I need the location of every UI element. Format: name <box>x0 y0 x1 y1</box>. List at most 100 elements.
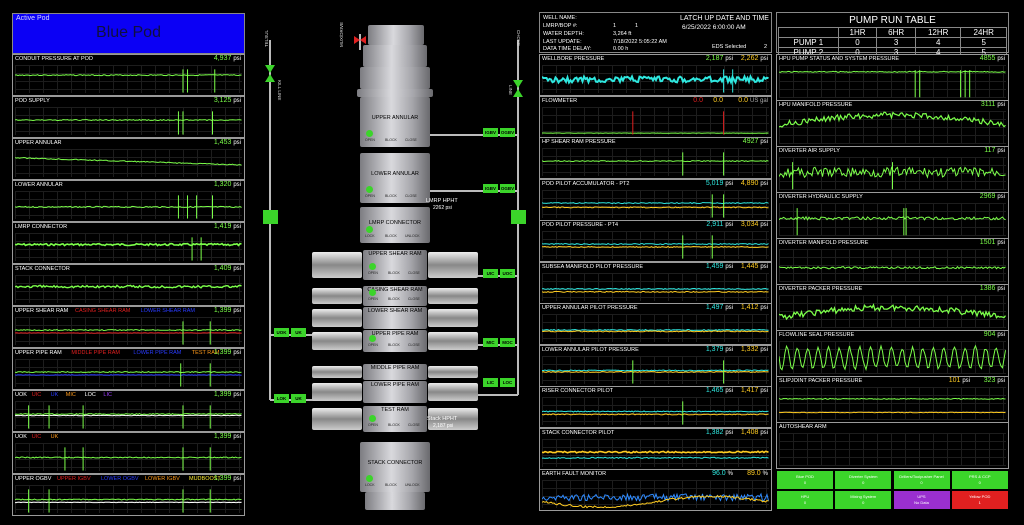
uoc-valve[interactable]: UOC <box>500 269 515 278</box>
primary-unit: psi <box>725 305 733 311</box>
primary-unit: psi <box>725 429 733 436</box>
uic-valve[interactable]: UIC <box>483 269 498 278</box>
ram-actuator-left <box>312 309 362 327</box>
stack-component[interactable] <box>363 330 427 352</box>
uk-valve-lower[interactable]: UK <box>291 394 306 403</box>
stack-component[interactable] <box>360 153 430 203</box>
pump-table-header <box>778 27 839 38</box>
status-button-label: Blue POD <box>796 474 814 479</box>
stack-component[interactable] <box>360 442 430 492</box>
ram-actuator-right <box>428 383 478 401</box>
trend-panel-right-8[interactable]: AUTOSHEAR ARM <box>776 422 1009 469</box>
trend-line <box>542 328 769 331</box>
series-legend-label: UIC <box>31 434 42 440</box>
state-label: LOCK <box>365 483 375 487</box>
panel-title: UPPER OGBV <box>15 476 52 482</box>
value-unit: psi <box>233 224 241 230</box>
state-label: CLOSE <box>408 271 420 275</box>
mic-valve[interactable]: MIC <box>483 338 498 347</box>
igbv-valve-lower[interactable]: IGBV <box>483 184 498 193</box>
secondary-unit: psi <box>760 222 768 228</box>
status-button-count: 1 <box>978 500 981 505</box>
moc-valve[interactable]: MOC <box>500 338 515 347</box>
series-legend-label: MUDBOOST <box>189 476 221 482</box>
uk-valve[interactable]: UK <box>291 328 306 337</box>
panel-title: AUTOSHEAR ARM <box>779 424 827 430</box>
stack-hpht-label: Stack HPHT <box>427 416 458 422</box>
ogbv-valve[interactable]: OGBV <box>500 128 515 137</box>
uok-valve[interactable]: UOK <box>274 328 289 337</box>
trend-plot <box>15 447 242 471</box>
igbv-valve[interactable]: IGBV <box>483 128 498 137</box>
ogbv-valve-lower[interactable]: OGBV <box>500 184 515 193</box>
stack-component[interactable] <box>363 381 427 403</box>
trend-line <box>779 397 1006 400</box>
ram-actuator-left <box>312 252 362 278</box>
latch-label: LATCH UP DATE AND TIME <box>680 15 769 22</box>
secondary-value: 1,417 <box>740 387 759 394</box>
stack-component[interactable] <box>360 207 430 243</box>
stack-component[interactable] <box>363 286 427 306</box>
kill-line-gauge[interactable] <box>263 210 278 224</box>
primary-unit: % <box>727 471 733 477</box>
trend-plot <box>542 235 769 259</box>
secondary-unit: psi <box>760 263 768 270</box>
loc-valve[interactable]: LOC <box>500 378 515 387</box>
ram-actuator-left <box>312 383 362 401</box>
trend-plot <box>15 284 242 289</box>
mux-hub <box>368 25 424 45</box>
stack-component[interactable] <box>363 307 427 329</box>
stack-component-label: UPPER ANNULAR <box>371 114 419 121</box>
lic-valve[interactable]: LIC <box>483 378 498 387</box>
current-value: 4927 <box>742 138 759 145</box>
stack-component[interactable] <box>363 364 427 380</box>
stack-component[interactable] <box>360 97 430 147</box>
series-legend-label: LOC <box>84 392 96 398</box>
data-delay-value: 0.00 h <box>613 46 629 52</box>
primary-value: 1,497 <box>705 304 724 311</box>
trend-line <box>542 205 769 208</box>
value-unit: psi <box>233 350 241 356</box>
current-value: 1501 <box>979 239 996 246</box>
lok-valve[interactable]: LOK <box>274 394 289 403</box>
choke-line-gauge[interactable] <box>511 210 526 224</box>
